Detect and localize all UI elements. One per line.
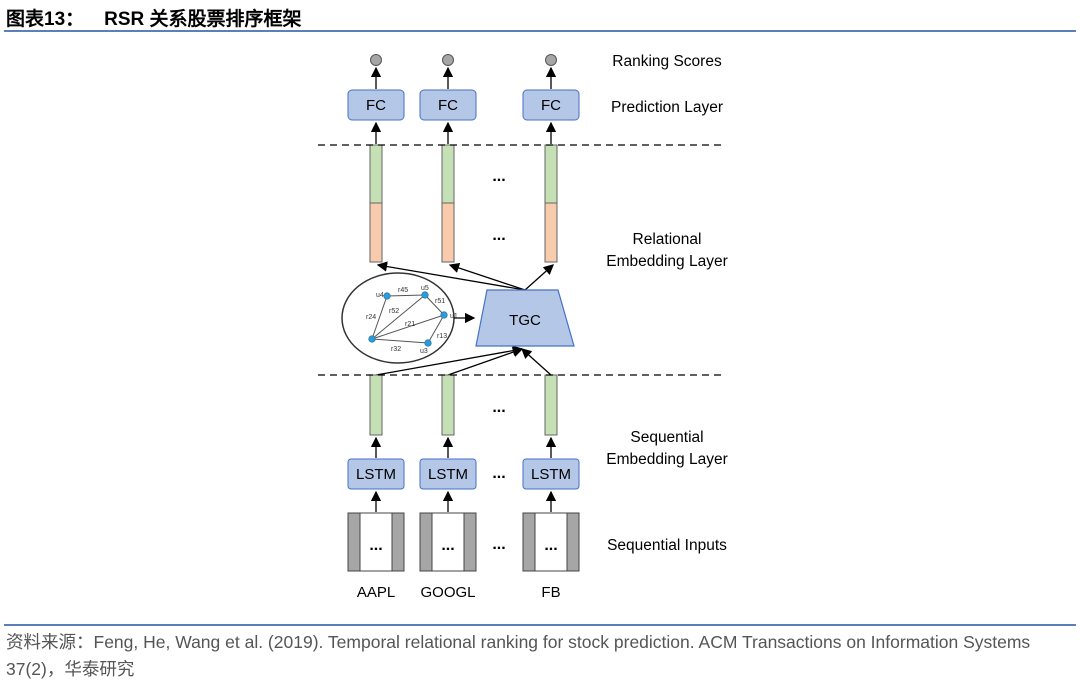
figure-title-text: RSR 关系股票排序框架 [104,9,302,30]
stock-label: GOOGL [420,584,475,601]
ranking-score [370,54,382,66]
relational-embedding [441,144,455,204]
stock-label: FB [541,584,560,601]
fc-box [419,89,477,121]
ellipsis: ... [492,536,505,553]
lstm-box [419,458,477,490]
ellipsis: ... [544,537,557,554]
edge-label: r51 [435,298,445,305]
fc-label: FC [438,97,458,114]
sequential-embedding [369,374,383,436]
sequential-embedding [441,374,455,436]
stock-label: AAPL [357,584,395,601]
figure-label: 图表13： [6,9,85,30]
ellipsis: ... [492,399,505,416]
lstm-box [347,458,405,490]
node-label: u5 [421,285,429,292]
fc-box [347,89,405,121]
edge-label: r21 [405,321,415,328]
label-sequential-2: Embedding Layer [606,451,728,468]
edge-label: r24 [366,314,376,321]
fc-box [522,89,580,121]
ellipsis: ... [441,537,454,554]
node-label: u3 [420,348,428,355]
label-inputs: Sequential Inputs [607,537,727,554]
ranking-score [545,54,557,66]
node-label: u4 [376,292,384,299]
relational-embedding [369,144,383,204]
ellipsis: ... [492,227,505,244]
lstm-label: LSTM [428,466,468,483]
edge-label: r52 [389,308,399,315]
label-relational: Relational [633,231,702,248]
stock-column: FC LSTM... AAPL [347,54,526,601]
sequential-embedding-copy [544,202,558,263]
figure-title: 图表13： RSR 关系股票排序框架 [6,4,302,31]
lstm-box [522,458,580,490]
header-rule [4,30,1076,32]
edge-label: r45 [398,287,408,294]
relational-embedding [544,144,558,204]
ellipsis: ... [369,537,382,554]
edge-label: r13 [437,333,447,340]
fc-label: FC [541,97,561,114]
relation-graph: u4 u5 u1 u3 r45 r52 r51 r21 r24 r13 r32 [341,272,458,364]
lstm-label: LSTM [356,466,396,483]
label-sequential: Sequential [630,429,703,446]
sequential-embedding-copy [369,202,383,263]
label-ranking-scores: Ranking Scores [612,53,722,70]
stock-column: FC LSTM... FB [521,54,580,601]
stock-column: FC LSTM... GOOGL [419,54,526,601]
ranking-score [442,54,454,66]
sequential-embedding-copy [441,202,455,263]
fc-label: FC [366,97,386,114]
lstm-label: LSTM [531,466,571,483]
tgc-block [475,289,575,347]
tgc-label: TGC [509,312,541,329]
label-relational-2: Embedding Layer [606,253,728,270]
source-note: 资料来源：Feng, He, Wang et al. (2019). Tempo… [6,632,1031,679]
ellipsis: ... [492,168,505,185]
ellipsis: ... [492,465,505,482]
label-prediction-layer: Prediction Layer [611,99,723,116]
node-label: u1 [450,313,458,320]
footer-rule [4,624,1076,626]
edge-label: r32 [391,346,401,353]
sequential-embedding [544,374,558,436]
